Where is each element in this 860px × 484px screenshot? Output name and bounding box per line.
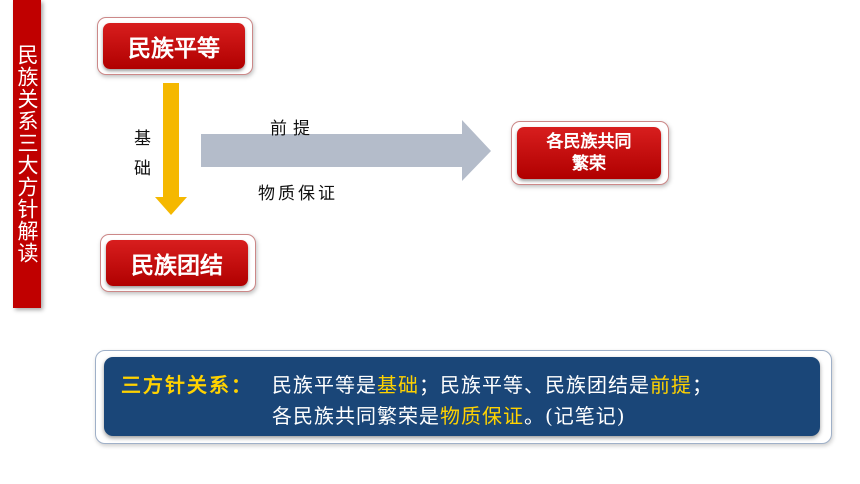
summary-lead: 三方针关系： [121, 373, 253, 397]
node-equality: 民族平等 [103, 23, 245, 69]
summary-text: 各民族共同繁荣是 [272, 404, 440, 428]
summary-text: 。(记笔记) [524, 404, 626, 428]
label-foundation-2: 础 [134, 159, 154, 179]
right-arrow [201, 120, 491, 181]
label-guarantee: 物质保证 [258, 184, 338, 204]
summary-text: 民族平等是 [272, 373, 377, 397]
summary-text: ； [692, 373, 713, 397]
node-unity: 民族团结 [106, 240, 248, 286]
summary-box: 三方针关系： 民族平等是基础；民族平等、民族团结是前提； 各民族共同繁荣是物质保… [104, 357, 820, 436]
side-title: 民族关系三大方针解读 [15, 44, 39, 264]
summary-line-1: 民族平等是基础；民族平等、民族团结是前提； [272, 369, 713, 398]
summary-text: ；民族平等、民族团结是 [419, 373, 650, 397]
side-title-bar: 民族关系三大方针解读 [13, 0, 41, 308]
down-arrow [155, 83, 187, 215]
summary-highlight-foundation: 基础 [377, 373, 419, 397]
summary-highlight-guarantee: 物质保证 [440, 404, 524, 428]
summary-line-2: 各民族共同繁荣是物质保证。(记笔记) [272, 400, 626, 429]
summary-highlight-premise: 前提 [650, 373, 692, 397]
node-prosperity-line2: 繁荣 [572, 154, 606, 174]
label-foundation-1: 基 [134, 129, 154, 149]
node-prosperity-line1: 各民族共同 [546, 132, 632, 152]
node-prosperity: 各民族共同 繁荣 [517, 127, 661, 179]
label-premise: 前提 [270, 119, 316, 139]
